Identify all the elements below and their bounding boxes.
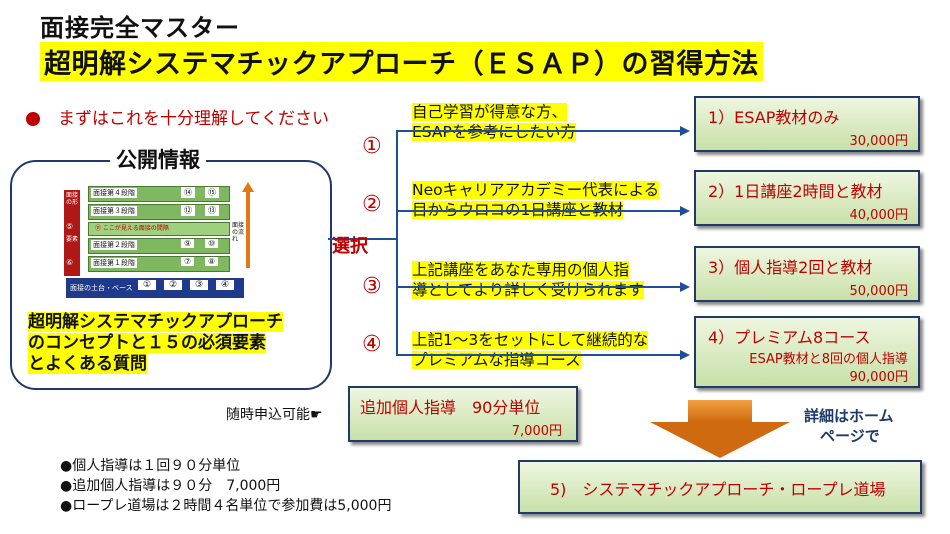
plan-price: 40,000円	[849, 208, 909, 223]
choice-number: ①	[362, 134, 382, 159]
diagram-base-num: ①	[138, 280, 157, 290]
page-title: 面接完全マスター	[40, 14, 240, 42]
diagram-level: 面接第４段階 ⑭ ⑮	[88, 186, 230, 202]
diagram-side-number: ⑥	[66, 258, 74, 267]
diagram-level-label: 面接第２段階	[91, 240, 137, 250]
diagram-level-num: ⑨	[181, 239, 195, 248]
plan-price: 50,000円	[849, 284, 909, 299]
extra-guidance-box[interactable]: 追加個人指導 90分単位 7,000円	[348, 386, 578, 442]
diagram-base-num: ④	[216, 280, 235, 290]
note-item: ●個人指導は１回９０分単位	[60, 458, 241, 474]
diagram-level-label: 面接第１段階	[91, 258, 137, 268]
plan-box[interactable]: 1）ESAP教材のみ 30,000円	[694, 96, 920, 152]
concept-line: 超明解システマチックアプローチ	[28, 312, 283, 332]
diagram-level: ⑪ ここが見える面接の間隔	[88, 222, 230, 236]
diagram-side-bar	[64, 190, 80, 276]
dojo-title: 5) システマチックアプローチ・ロープレ道場	[550, 480, 886, 499]
choice-line: Neoキャリアアカデミー代表による	[412, 181, 660, 199]
diagram-level-label: 面接第３段階	[91, 206, 137, 216]
diagram-level: 面接第３段階 ⑫ ⑬	[88, 204, 230, 220]
public-info-label: 公開情報	[110, 144, 206, 174]
connector-line	[398, 130, 680, 132]
diagram-side-label: 要素	[66, 236, 79, 243]
choice-text: Neoキャリアアカデミー代表による 目からウロコの1日講座と教材	[412, 180, 660, 220]
connector-line	[396, 130, 398, 356]
dojo-box[interactable]: 5) システマチックアプローチ・ロープレ道場	[518, 460, 922, 514]
diagram-level-num: ⑭	[181, 187, 195, 198]
page-subtitle: 超明解システマチックアプローチ（ＥＳＡＰ）の習得方法	[40, 42, 763, 81]
down-arrow-icon	[688, 400, 752, 422]
diagram-level-num: ⑫	[181, 205, 195, 216]
diagram-level: 面接第１段階 ⑦ ⑧	[88, 256, 230, 272]
choice-text: 上記講座をあなた専用の個人指 導としてより詳しく受けられます	[412, 260, 644, 300]
plan-box[interactable]: 2）1日講座2時間と教材 40,000円	[694, 170, 920, 226]
choice-line: ESAPを参考にしたい方	[412, 123, 576, 141]
connector-line	[328, 238, 396, 240]
select-label: 選択	[332, 236, 368, 257]
flow-arrow-shaft	[246, 192, 250, 268]
diagram-level: 面接第２段階 ⑨ ⑩	[88, 238, 230, 254]
arrow-head-icon	[680, 206, 690, 216]
diagram-base: 面接の土台・ベース ① ② ③ ④	[66, 278, 244, 298]
concept-text: 超明解システマチックアプローチ のコンセプトと１５の必須要素 とよくある質問	[28, 312, 283, 375]
red-bullet-icon	[26, 112, 40, 126]
arrow-head-icon	[680, 350, 690, 360]
diagram-level-label: 面接第４段階	[91, 188, 137, 198]
diagram-level-num: ⑩	[205, 239, 219, 248]
connector-line	[398, 354, 680, 356]
flow-label: 面接の流れ	[232, 222, 245, 243]
concept-line: とよくある質問	[28, 354, 147, 374]
diagram-base-label: 面接の土台・ベース	[70, 284, 133, 292]
plan-box[interactable]: 3）個人指導2回と教材 50,000円	[694, 246, 920, 302]
extra-price: 7,000円	[511, 424, 562, 439]
notes-list: ●個人指導は１回９０分単位 ●追加個人指導は９０分 7,000円 ●ロープレ道場…	[60, 456, 391, 516]
diagram-level-num: ⑦	[181, 257, 195, 266]
diagram-level-num: ⑧	[205, 257, 219, 266]
extra-note: 随時申込可能☛	[226, 407, 323, 423]
diagram-level-num: ⑮	[205, 187, 219, 198]
plan-box[interactable]: 4）プレミアム8コース ESAP教材と8回の個人指導 90,000円	[694, 316, 920, 388]
connector-line	[398, 286, 680, 288]
choice-line: 導としてより詳しく受けられます	[412, 281, 644, 299]
diagram-level-label: ⑪ ここが見える面接の間隔	[95, 225, 169, 232]
arrow-head-icon	[680, 282, 690, 292]
choice-line: 自己学習が得意な方、	[412, 103, 568, 121]
structure-diagram: 面接の形 ⑤ 要素 ⑥ 面接第４段階 ⑭ ⑮ 面接第３段階 ⑫ ⑬ ⑪ ここが見…	[64, 182, 264, 294]
note-item: ●追加個人指導は９０分 7,000円	[60, 478, 281, 494]
plan-price: 90,000円	[849, 370, 909, 385]
connector-line	[398, 210, 680, 212]
plan-price: 30,000円	[849, 134, 909, 149]
plan-title: 1）ESAP教材のみ	[708, 108, 840, 127]
diagram-base-num: ③	[190, 280, 209, 290]
detail-text: 詳細はホーム ページで	[804, 406, 894, 446]
down-arrow-head	[650, 422, 790, 458]
plan-title: 3）個人指導2回と教材	[708, 258, 873, 277]
choice-text: 自己学習が得意な方、 ESAPを参考にしたい方	[412, 102, 576, 142]
choice-line: 上記1～3をセットにして継続的な	[412, 331, 649, 349]
choice-line: 上記講座をあなた専用の個人指	[412, 261, 630, 279]
diagram-side-number: ⑤	[66, 222, 74, 231]
note-item: ●ロープレ道場は２時間４名単位で参加費は5,000円	[60, 498, 392, 514]
plan-title: 4）プレミアム8コース	[708, 328, 871, 347]
plan-subtitle: ESAP教材と8回の個人指導	[749, 352, 908, 367]
choice-text: 上記1～3をセットにして継続的な プレミアムな指導コース	[412, 330, 649, 370]
arrow-head-icon	[680, 126, 690, 136]
diagram-level-num: ⑬	[205, 205, 219, 216]
choice-number: ②	[362, 192, 382, 217]
plan-title: 2）1日講座2時間と教材	[708, 182, 883, 201]
intro-text: まずはこれを十分理解してください	[58, 109, 329, 129]
concept-line: のコンセプトと１５の必須要素	[28, 333, 266, 353]
diagram-base-num: ②	[164, 280, 183, 290]
choice-number: ④	[362, 332, 382, 357]
detail-line: 詳細はホーム	[804, 407, 894, 425]
detail-line: ページで	[820, 427, 880, 445]
diagram-side-label: 面接の形	[66, 192, 79, 206]
extra-title: 追加個人指導 90分単位	[360, 398, 541, 417]
flow-arrow-icon	[242, 182, 254, 192]
choice-number: ③	[362, 274, 382, 299]
